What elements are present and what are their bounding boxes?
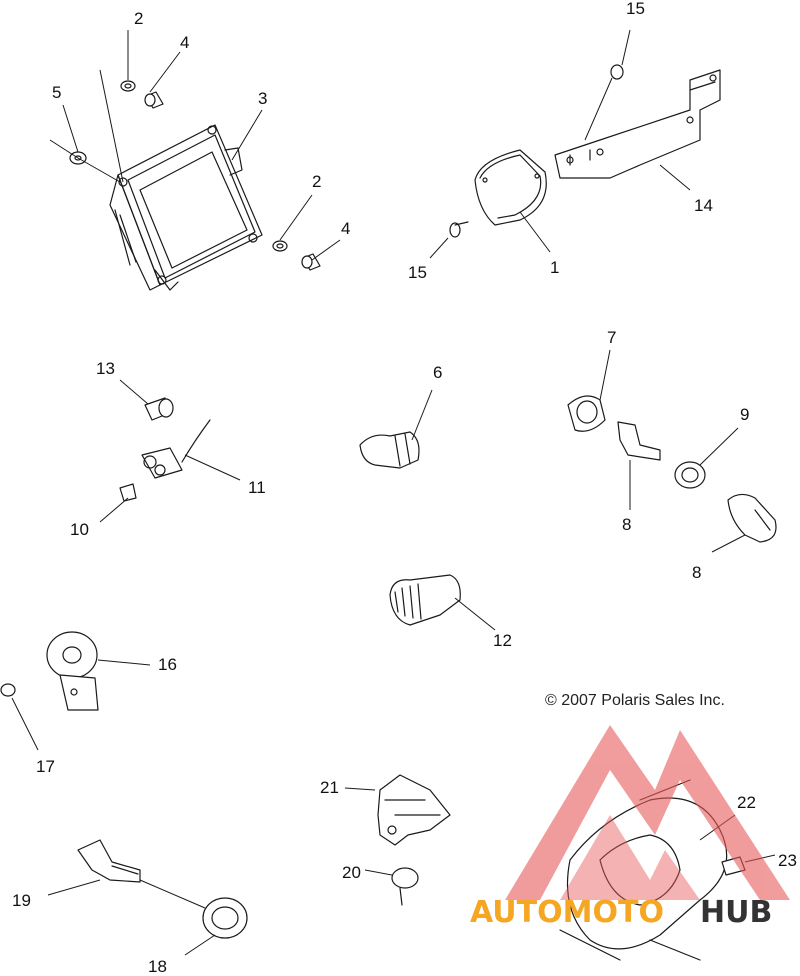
callout-11: 11 — [248, 478, 266, 497]
callout-7: 7 — [607, 328, 616, 347]
automotohub-logo — [505, 725, 790, 900]
callout-19: 19 — [12, 891, 31, 910]
callout-17: 17 — [36, 757, 55, 776]
callout-5: 5 — [52, 83, 61, 102]
logo-text-hub: HUB — [700, 895, 772, 930]
callout-14: 14 — [694, 196, 713, 215]
sensor-part-19 — [77, 839, 141, 883]
callout-8-lower: 8 — [692, 563, 701, 582]
sensor-part-21 — [377, 774, 451, 846]
callout-1: 1 — [550, 258, 559, 277]
callout-3: 3 — [258, 89, 267, 108]
callout-2-top: 2 — [134, 9, 143, 28]
sensor-part-7 — [567, 395, 606, 432]
bolt-part-4-lower — [301, 253, 321, 271]
mounting-bracket-part-14 — [554, 69, 721, 179]
grommet-part-20 — [391, 867, 419, 906]
nut-part-10 — [119, 483, 137, 502]
knock-sensor-part-16 — [46, 631, 99, 711]
logo-text-automoto: AUTOMOTO — [470, 895, 664, 930]
callout-9: 9 — [740, 405, 749, 424]
sensor-part-12 — [389, 574, 461, 626]
grommet-part-9 — [674, 461, 706, 489]
callout-4-lower: 4 — [341, 219, 350, 238]
sensor-part-8-lower — [727, 493, 777, 543]
callout-15-left: 15 — [408, 263, 427, 282]
control-unit-part-1 — [474, 149, 547, 226]
logo-mountain-shape — [505, 725, 790, 900]
sensor-part-6 — [359, 431, 420, 469]
callout-16: 16 — [158, 655, 177, 674]
callout-2-lower: 2 — [312, 172, 321, 191]
copyright-text: © 2007 Polaris Sales Inc. — [545, 692, 725, 709]
callout-23: 23 — [778, 851, 797, 870]
callout-22: 22 — [737, 793, 756, 812]
ecu-module-part-3 — [109, 124, 263, 291]
clip-part-8-upper — [617, 421, 661, 461]
callout-13: 13 — [96, 359, 115, 378]
sensor-part-11 — [141, 419, 211, 479]
callout-21: 21 — [320, 778, 339, 797]
bolt-part-4-top — [144, 91, 164, 109]
callout-10: 10 — [70, 520, 89, 539]
screw-part-15-left — [449, 221, 469, 238]
bolt-part-17 — [0, 683, 16, 697]
callout-8-upper: 8 — [622, 515, 631, 534]
washer-part-2-top — [120, 80, 136, 92]
callout-15-top: 15 — [626, 0, 645, 18]
callout-20: 20 — [342, 863, 361, 882]
screw-part-15-top — [610, 64, 624, 80]
callout-4-top: 4 — [180, 33, 189, 52]
washer-part-2-lower — [272, 240, 288, 252]
callout-18: 18 — [148, 957, 167, 976]
seal-part-18 — [202, 897, 248, 939]
callout-12: 12 — [493, 631, 512, 650]
bolt-part-13 — [144, 397, 174, 421]
callout-6: 6 — [433, 363, 442, 382]
